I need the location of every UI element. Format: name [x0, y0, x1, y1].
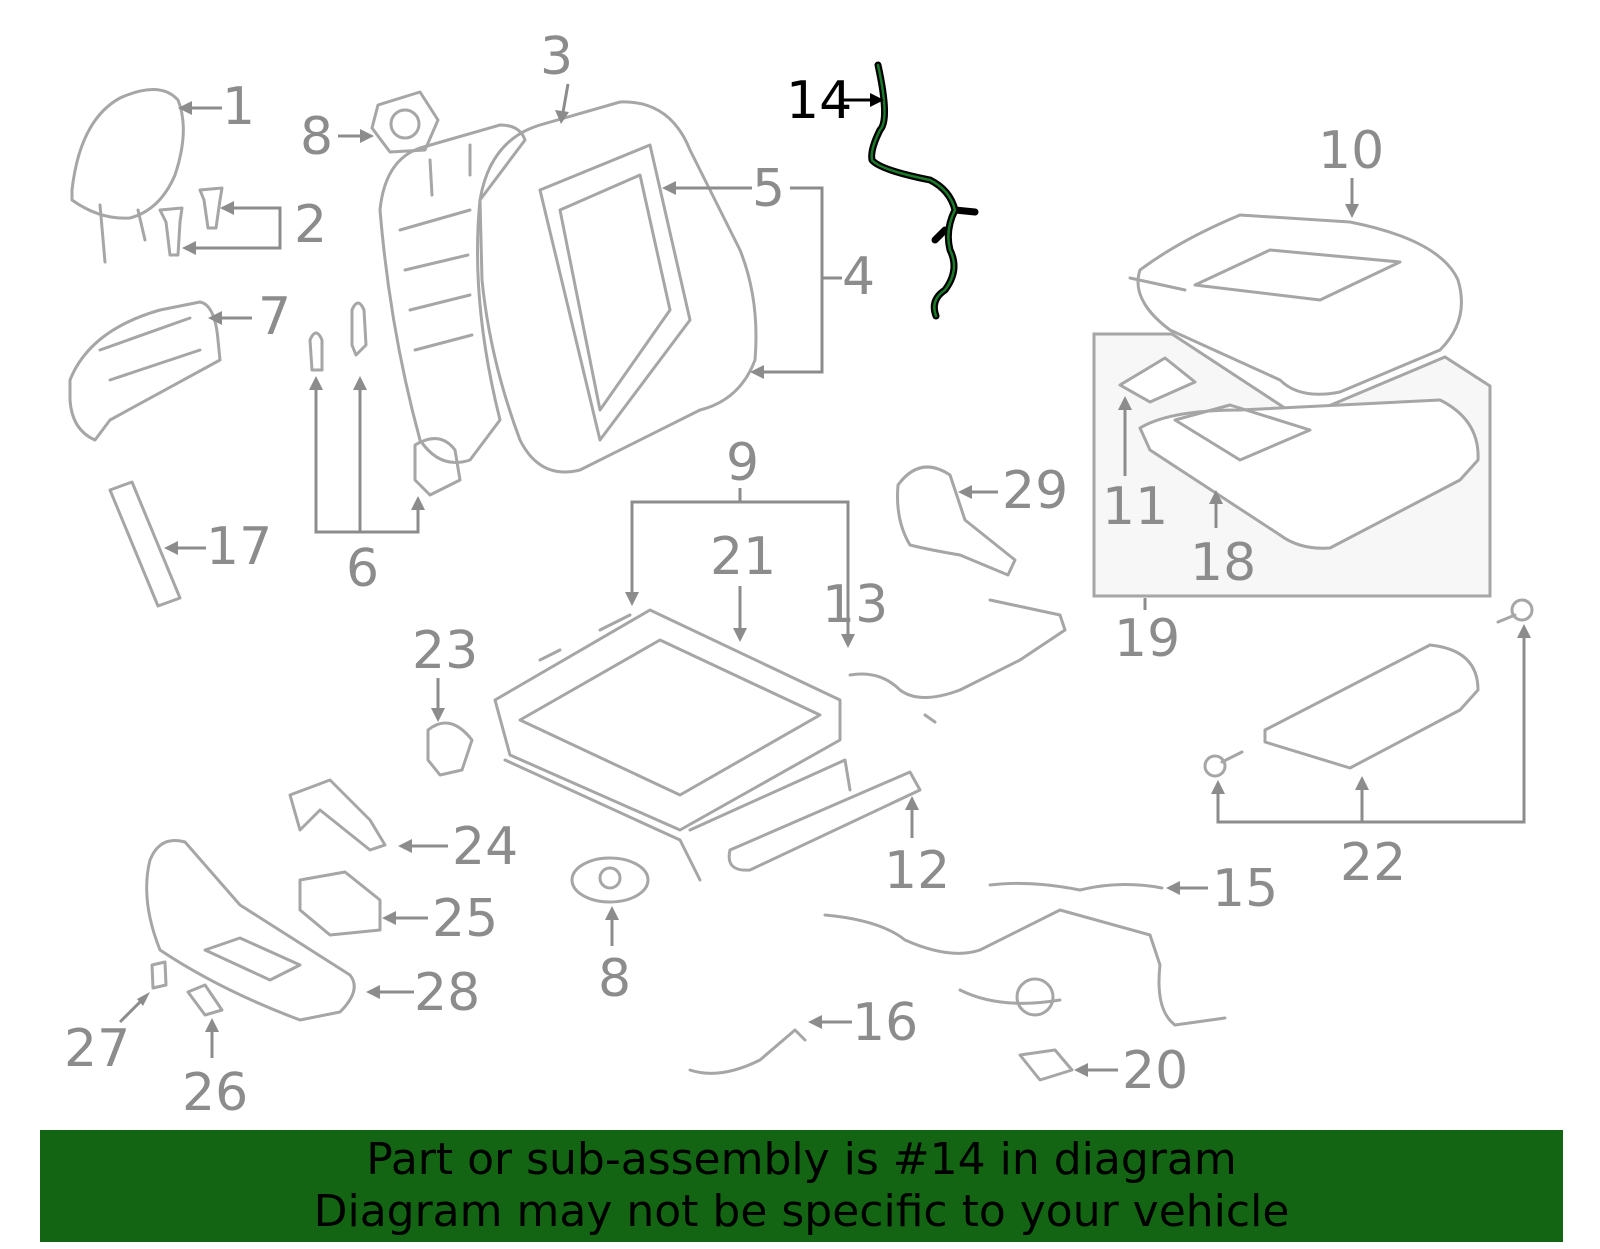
part-25-switch[interactable] [298, 870, 382, 937]
label-13: 13 [822, 575, 888, 635]
info-banner: Part or sub-assembly is #14 in diagram D… [40, 1130, 1563, 1242]
label-18: 18 [1190, 490, 1256, 593]
label-25: 25 [382, 889, 498, 949]
svg-text:7: 7 [258, 287, 291, 347]
part-7-trim-cover[interactable] [68, 300, 222, 442]
part-12-rail-cover[interactable] [727, 770, 922, 872]
svg-text:22: 22 [1340, 833, 1406, 893]
part-22-cover-and-bolts[interactable] [1203, 598, 1534, 778]
banner-line-1: Part or sub-assembly is #14 in diagram [366, 1134, 1237, 1185]
label-24: 24 [398, 817, 518, 877]
svg-text:8: 8 [598, 949, 631, 1009]
label-20: 20 [1074, 1041, 1188, 1101]
part-3-seatback-cover[interactable] [478, 100, 758, 474]
svg-text:23: 23 [412, 621, 478, 681]
part-27-knob[interactable] [150, 960, 168, 990]
svg-text:18: 18 [1190, 533, 1256, 593]
svg-text:8: 8 [300, 107, 333, 167]
label-27: 27 [64, 992, 150, 1079]
label-8-bottom: 8 [598, 906, 631, 1009]
svg-text:19: 19 [1114, 609, 1180, 669]
label-28: 28 [366, 963, 480, 1023]
label-22: 22 [1211, 624, 1531, 893]
part-24-bracket[interactable] [288, 778, 387, 852]
svg-text:10: 10 [1318, 121, 1384, 181]
svg-text:11: 11 [1102, 477, 1168, 537]
part-14-wire-harness[interactable] [868, 61, 979, 320]
label-1: 1 [178, 77, 255, 137]
svg-text:9: 9 [726, 433, 759, 493]
svg-text:29: 29 [1002, 461, 1068, 521]
svg-text:6: 6 [346, 539, 379, 599]
label-11: 11 [1102, 396, 1168, 537]
label-5-4: 5 4 [662, 159, 875, 379]
svg-text:21: 21 [710, 527, 776, 587]
label-14: 14 [786, 71, 884, 131]
part-8-recliner-gear-bottom[interactable] [570, 856, 650, 904]
part-13-harness[interactable] [848, 598, 1067, 724]
svg-text:17: 17 [206, 517, 272, 577]
svg-text:27: 27 [64, 1019, 130, 1079]
svg-text:28: 28 [414, 963, 480, 1023]
part-26-knob[interactable] [186, 983, 224, 1017]
svg-text:2: 2 [294, 195, 327, 255]
label-19: 19 [1114, 598, 1180, 669]
part-29-cover[interactable] [896, 465, 1017, 577]
svg-text:4: 4 [842, 247, 875, 307]
part-10-cushion-cover[interactable] [1128, 213, 1463, 396]
part-4-seatback-frame[interactable] [378, 123, 527, 464]
svg-text:3: 3 [540, 27, 573, 87]
part-28-side-shield[interactable] [145, 839, 356, 1022]
part-1-headrest[interactable] [70, 88, 185, 264]
label-2: 2 [182, 195, 327, 255]
svg-text:14: 14 [786, 71, 852, 131]
part-8-recliner-gear-top[interactable] [370, 90, 440, 154]
part-16-harness[interactable] [688, 1028, 807, 1075]
label-10: 10 [1318, 121, 1384, 218]
part-17-trim-strip[interactable] [108, 480, 182, 608]
label-3: 3 [540, 27, 573, 124]
svg-text:13: 13 [822, 575, 888, 635]
label-6: 6 [309, 376, 425, 599]
svg-text:15: 15 [1212, 859, 1278, 919]
label-12: 12 [884, 796, 950, 901]
label-8-top: 8 [300, 107, 374, 167]
svg-text:1: 1 [222, 77, 255, 137]
svg-text:20: 20 [1122, 1041, 1188, 1101]
label-7: 7 [208, 287, 291, 347]
label-15: 15 [1166, 859, 1278, 919]
part-2-headrest-guides[interactable] [158, 186, 224, 257]
svg-text:25: 25 [432, 889, 498, 949]
part-9-seat-frame[interactable] [493, 608, 852, 882]
svg-text:12: 12 [884, 841, 950, 901]
banner-line-2: Diagram may not be specific to your vehi… [313, 1186, 1290, 1237]
label-26: 26 [182, 1018, 248, 1123]
part-23-cover[interactable] [426, 721, 474, 777]
svg-text:5: 5 [752, 159, 785, 219]
svg-text:24: 24 [452, 817, 518, 877]
part-19-cushion-assembly[interactable] [1092, 332, 1492, 598]
part-6-springs[interactable] [308, 301, 462, 497]
label-16: 16 [808, 993, 918, 1053]
label-9-21: 9 21 [625, 433, 855, 648]
part-20-bracket[interactable] [1018, 1048, 1074, 1082]
label-29: 29 [958, 461, 1068, 521]
part-15-main-harness[interactable] [823, 881, 1227, 1027]
label-23: 23 [412, 621, 478, 722]
svg-text:16: 16 [852, 993, 918, 1053]
svg-text:26: 26 [182, 1063, 248, 1123]
label-17: 17 [164, 517, 272, 577]
